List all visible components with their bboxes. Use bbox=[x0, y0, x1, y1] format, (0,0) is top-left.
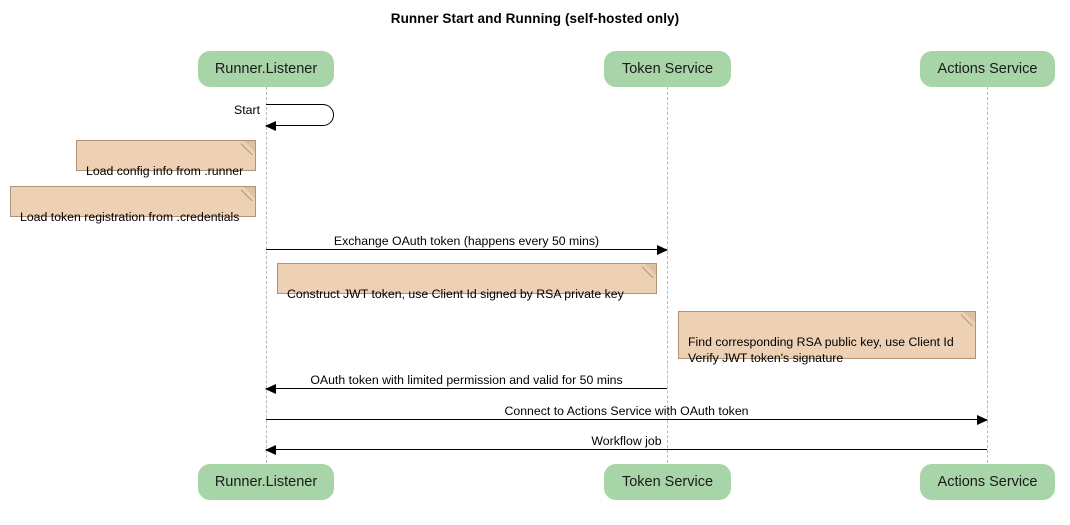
note-load-token-registration: Load token registration from .credential… bbox=[10, 186, 256, 224]
note-load-token-registration-text: Load token registration from .credential… bbox=[20, 210, 240, 224]
message-exchange-oauth-arrowhead bbox=[657, 245, 668, 255]
note-load-config: Load config info from .runner bbox=[76, 140, 256, 178]
participant-token-top-label: Token Service bbox=[621, 61, 714, 77]
note-construct-jwt: Construct JWT token, use Client Id signe… bbox=[277, 263, 657, 301]
participant-token-bottom-label: Token Service bbox=[621, 474, 714, 490]
participant-token-bottom[interactable]: Token Service bbox=[604, 464, 731, 500]
message-start-arrowhead bbox=[265, 121, 276, 131]
participant-runner-top-label: Runner.Listener bbox=[214, 61, 318, 77]
participant-token-top[interactable]: Token Service bbox=[604, 51, 731, 87]
note-construct-jwt-text: Construct JWT token, use Client Id signe… bbox=[287, 287, 624, 301]
participant-actions-top[interactable]: Actions Service bbox=[920, 51, 1055, 87]
message-connect-actions-line bbox=[266, 419, 987, 420]
participant-runner-bottom[interactable]: Runner.Listener bbox=[198, 464, 334, 500]
message-oauth-reply-label: OAuth token with limited permission and … bbox=[310, 373, 623, 387]
message-connect-actions-arrowhead bbox=[977, 415, 988, 425]
message-oauth-reply-line bbox=[266, 388, 667, 389]
note-fold-edge-icon bbox=[241, 140, 256, 155]
note-fold-edge-icon bbox=[642, 263, 657, 278]
message-exchange-oauth-label: Exchange OAuth token (happens every 50 m… bbox=[333, 234, 600, 248]
note-verify-jwt-text: Find corresponding RSA public key, use C… bbox=[688, 335, 954, 365]
message-oauth-reply-arrowhead bbox=[265, 384, 276, 394]
note-load-config-text: Load config info from .runner bbox=[86, 164, 244, 178]
note-verify-jwt: Find corresponding RSA public key, use C… bbox=[678, 311, 976, 365]
lifeline-token bbox=[667, 87, 668, 463]
message-start-loop bbox=[266, 104, 334, 126]
participant-runner-top[interactable]: Runner.Listener bbox=[198, 51, 334, 87]
lifeline-runner bbox=[266, 87, 267, 463]
message-workflow-job-label: Workflow job bbox=[591, 434, 662, 448]
participant-actions-bottom-label: Actions Service bbox=[937, 474, 1038, 490]
participant-runner-bottom-label: Runner.Listener bbox=[214, 474, 318, 490]
message-workflow-job-arrowhead bbox=[265, 445, 276, 455]
message-workflow-job-line bbox=[266, 449, 987, 450]
message-connect-actions-label: Connect to Actions Service with OAuth to… bbox=[504, 404, 749, 418]
participant-actions-bottom[interactable]: Actions Service bbox=[920, 464, 1055, 500]
note-fold-edge-icon bbox=[961, 311, 976, 326]
message-start-label: Start bbox=[234, 103, 260, 117]
message-exchange-oauth-line bbox=[266, 249, 667, 250]
lifeline-actions bbox=[987, 87, 988, 463]
note-fold-edge-icon bbox=[241, 186, 256, 201]
diagram-title: Runner Start and Running (self-hosted on… bbox=[390, 11, 680, 26]
participant-actions-top-label: Actions Service bbox=[937, 61, 1038, 77]
